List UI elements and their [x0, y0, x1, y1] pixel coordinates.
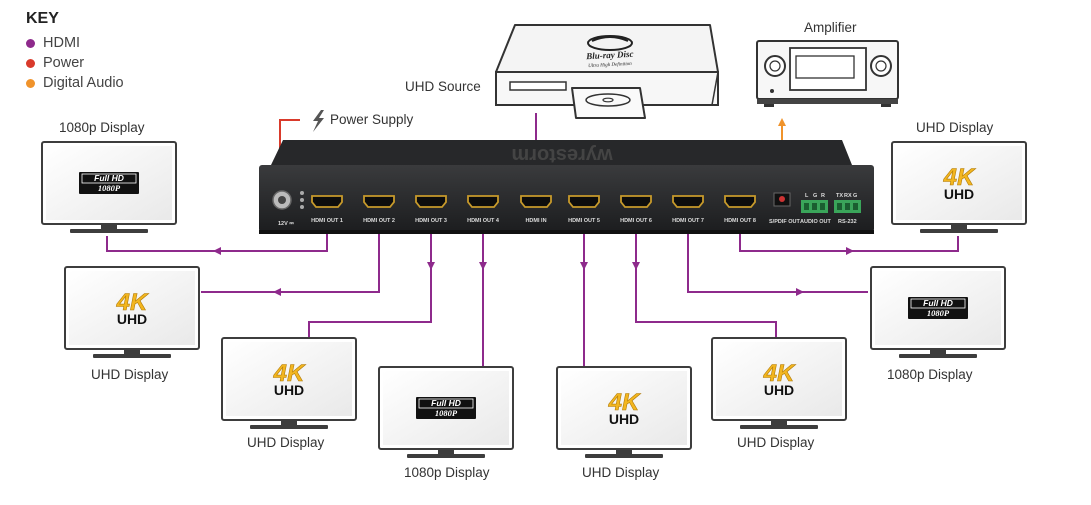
hdmi-dot-icon [26, 38, 35, 48]
display-4-label: UHD Display [582, 465, 660, 480]
display-1-label: UHD Display [91, 367, 169, 382]
power-port-label: 12V ⎓ [278, 221, 294, 227]
bluray-logo-text-2: Ultra High Definition [588, 62, 632, 69]
key-item-power: Power [26, 55, 84, 71]
uhd-badge-text: UHD [764, 382, 794, 398]
hdmi-port-5: HDMI IN [520, 195, 552, 224]
hdmi-port-6: HDMI OUT 5 [568, 195, 600, 224]
display-6-label: 1080p Display [887, 367, 973, 382]
audio-pin-l: L [805, 193, 809, 199]
key-item-hdmi: HDMI [26, 35, 80, 51]
hdmi-port-9: HDMI OUT 8 [724, 195, 756, 224]
hdmi-splitter-device: wyrestorm 12V ⎓ HDMI OUT 1 HDMI OUT 2 HDMI… [259, 140, 874, 234]
fullhd-badge-bottom-text: 1080P [927, 308, 950, 318]
display-5-label: UHD Display [737, 435, 815, 450]
4k-badge-text: 4K [943, 164, 976, 191]
hdmi-port-1: HDMI OUT 1 [311, 195, 343, 224]
key-label-digital-audio: Digital Audio [43, 75, 124, 91]
key-label-power: Power [43, 55, 85, 71]
uhd-badge-text: UHD [274, 382, 304, 398]
display-top-left-label: 1080p Display [59, 120, 145, 135]
fullhd-badge-top-text: Full HD [923, 298, 953, 308]
uhd-source-label: UHD Source [405, 79, 481, 94]
4k-badge-text: 4K [273, 360, 306, 387]
hdmi-port-label-1: HDMI OUT 1 [311, 218, 343, 224]
bluray-player: Blu-ray Disc Ultra High Definition [495, 24, 719, 119]
line-out7 [687, 225, 868, 293]
fullhd-badge-top-text: Full HD [94, 173, 124, 183]
key-label-hdmi: HDMI [43, 35, 81, 51]
uhd-badge-text: UHD [944, 186, 974, 202]
fullhd-badge-bottom-text: 1080P [98, 183, 121, 193]
bluray-logo-text-1: Blu-ray Disc [585, 49, 634, 62]
display-top-right-label: UHD Display [916, 120, 994, 135]
hdmi-port-2: HDMI OUT 2 [363, 195, 395, 224]
rs232-pin-rx: RX [844, 193, 852, 199]
uhd-badge-text: UHD [117, 311, 147, 327]
hdmi-port-label-9: HDMI OUT 8 [724, 218, 756, 224]
power-dot-icon [26, 58, 35, 68]
audio-pin-g: G [813, 193, 817, 199]
hdmi-port-label-4: HDMI OUT 4 [467, 218, 500, 224]
audio-pin-r: R [821, 193, 825, 199]
hdmi-port-8: HDMI OUT 7 [672, 195, 704, 224]
rs232-pin-tx: TX [836, 193, 843, 199]
hdmi-port-label-6: HDMI OUT 5 [568, 218, 600, 224]
amplifier-label: Amplifier [804, 20, 857, 35]
audio-out-label: AUDIO OUT [800, 219, 832, 225]
display-3-label: 1080p Display [404, 465, 490, 480]
fullhd-badge-top-text: Full HD [431, 398, 461, 408]
hdmi-port-label-5: HDMI IN [525, 218, 546, 224]
hdmi-port-7: HDMI OUT 6 [620, 195, 652, 224]
line-out6 [635, 268, 777, 338]
amplifier [756, 40, 899, 107]
display-2-label: UHD Display [247, 435, 325, 450]
key-item-digital-audio: Digital Audio [26, 75, 124, 91]
hdmi-port-label-7: HDMI OUT 6 [620, 218, 652, 224]
uhd-badge-text: UHD [609, 411, 639, 427]
4k-badge-text: 4K [763, 360, 796, 387]
fullhd-badge-bottom-text: 1080P [435, 408, 458, 418]
lightning-icon [313, 110, 324, 132]
spdif-label: S/PDIF OUT [769, 219, 801, 225]
4k-badge-text: 4K [608, 389, 641, 416]
line-out3 [308, 268, 432, 338]
hdmi-port-label-3: HDMI OUT 3 [415, 218, 447, 224]
line-out2 [201, 225, 380, 293]
rs232-pin-g: G [853, 193, 857, 199]
rs232-label: RS-232 [838, 219, 857, 225]
4k-badge-text: 4K [116, 289, 149, 316]
key-title: KEY [26, 10, 59, 27]
device-brand: wyrestorm [511, 144, 613, 166]
hdmi-port-label-8: HDMI OUT 7 [672, 218, 704, 224]
power-supply-label: Power Supply [330, 112, 414, 127]
hdmi-port-label-2: HDMI OUT 2 [363, 218, 395, 224]
hdmi-port-3: HDMI OUT 3 [415, 195, 447, 224]
digital-audio-dot-icon [26, 78, 35, 88]
hdmi-port-4: HDMI OUT 4 [467, 195, 500, 224]
